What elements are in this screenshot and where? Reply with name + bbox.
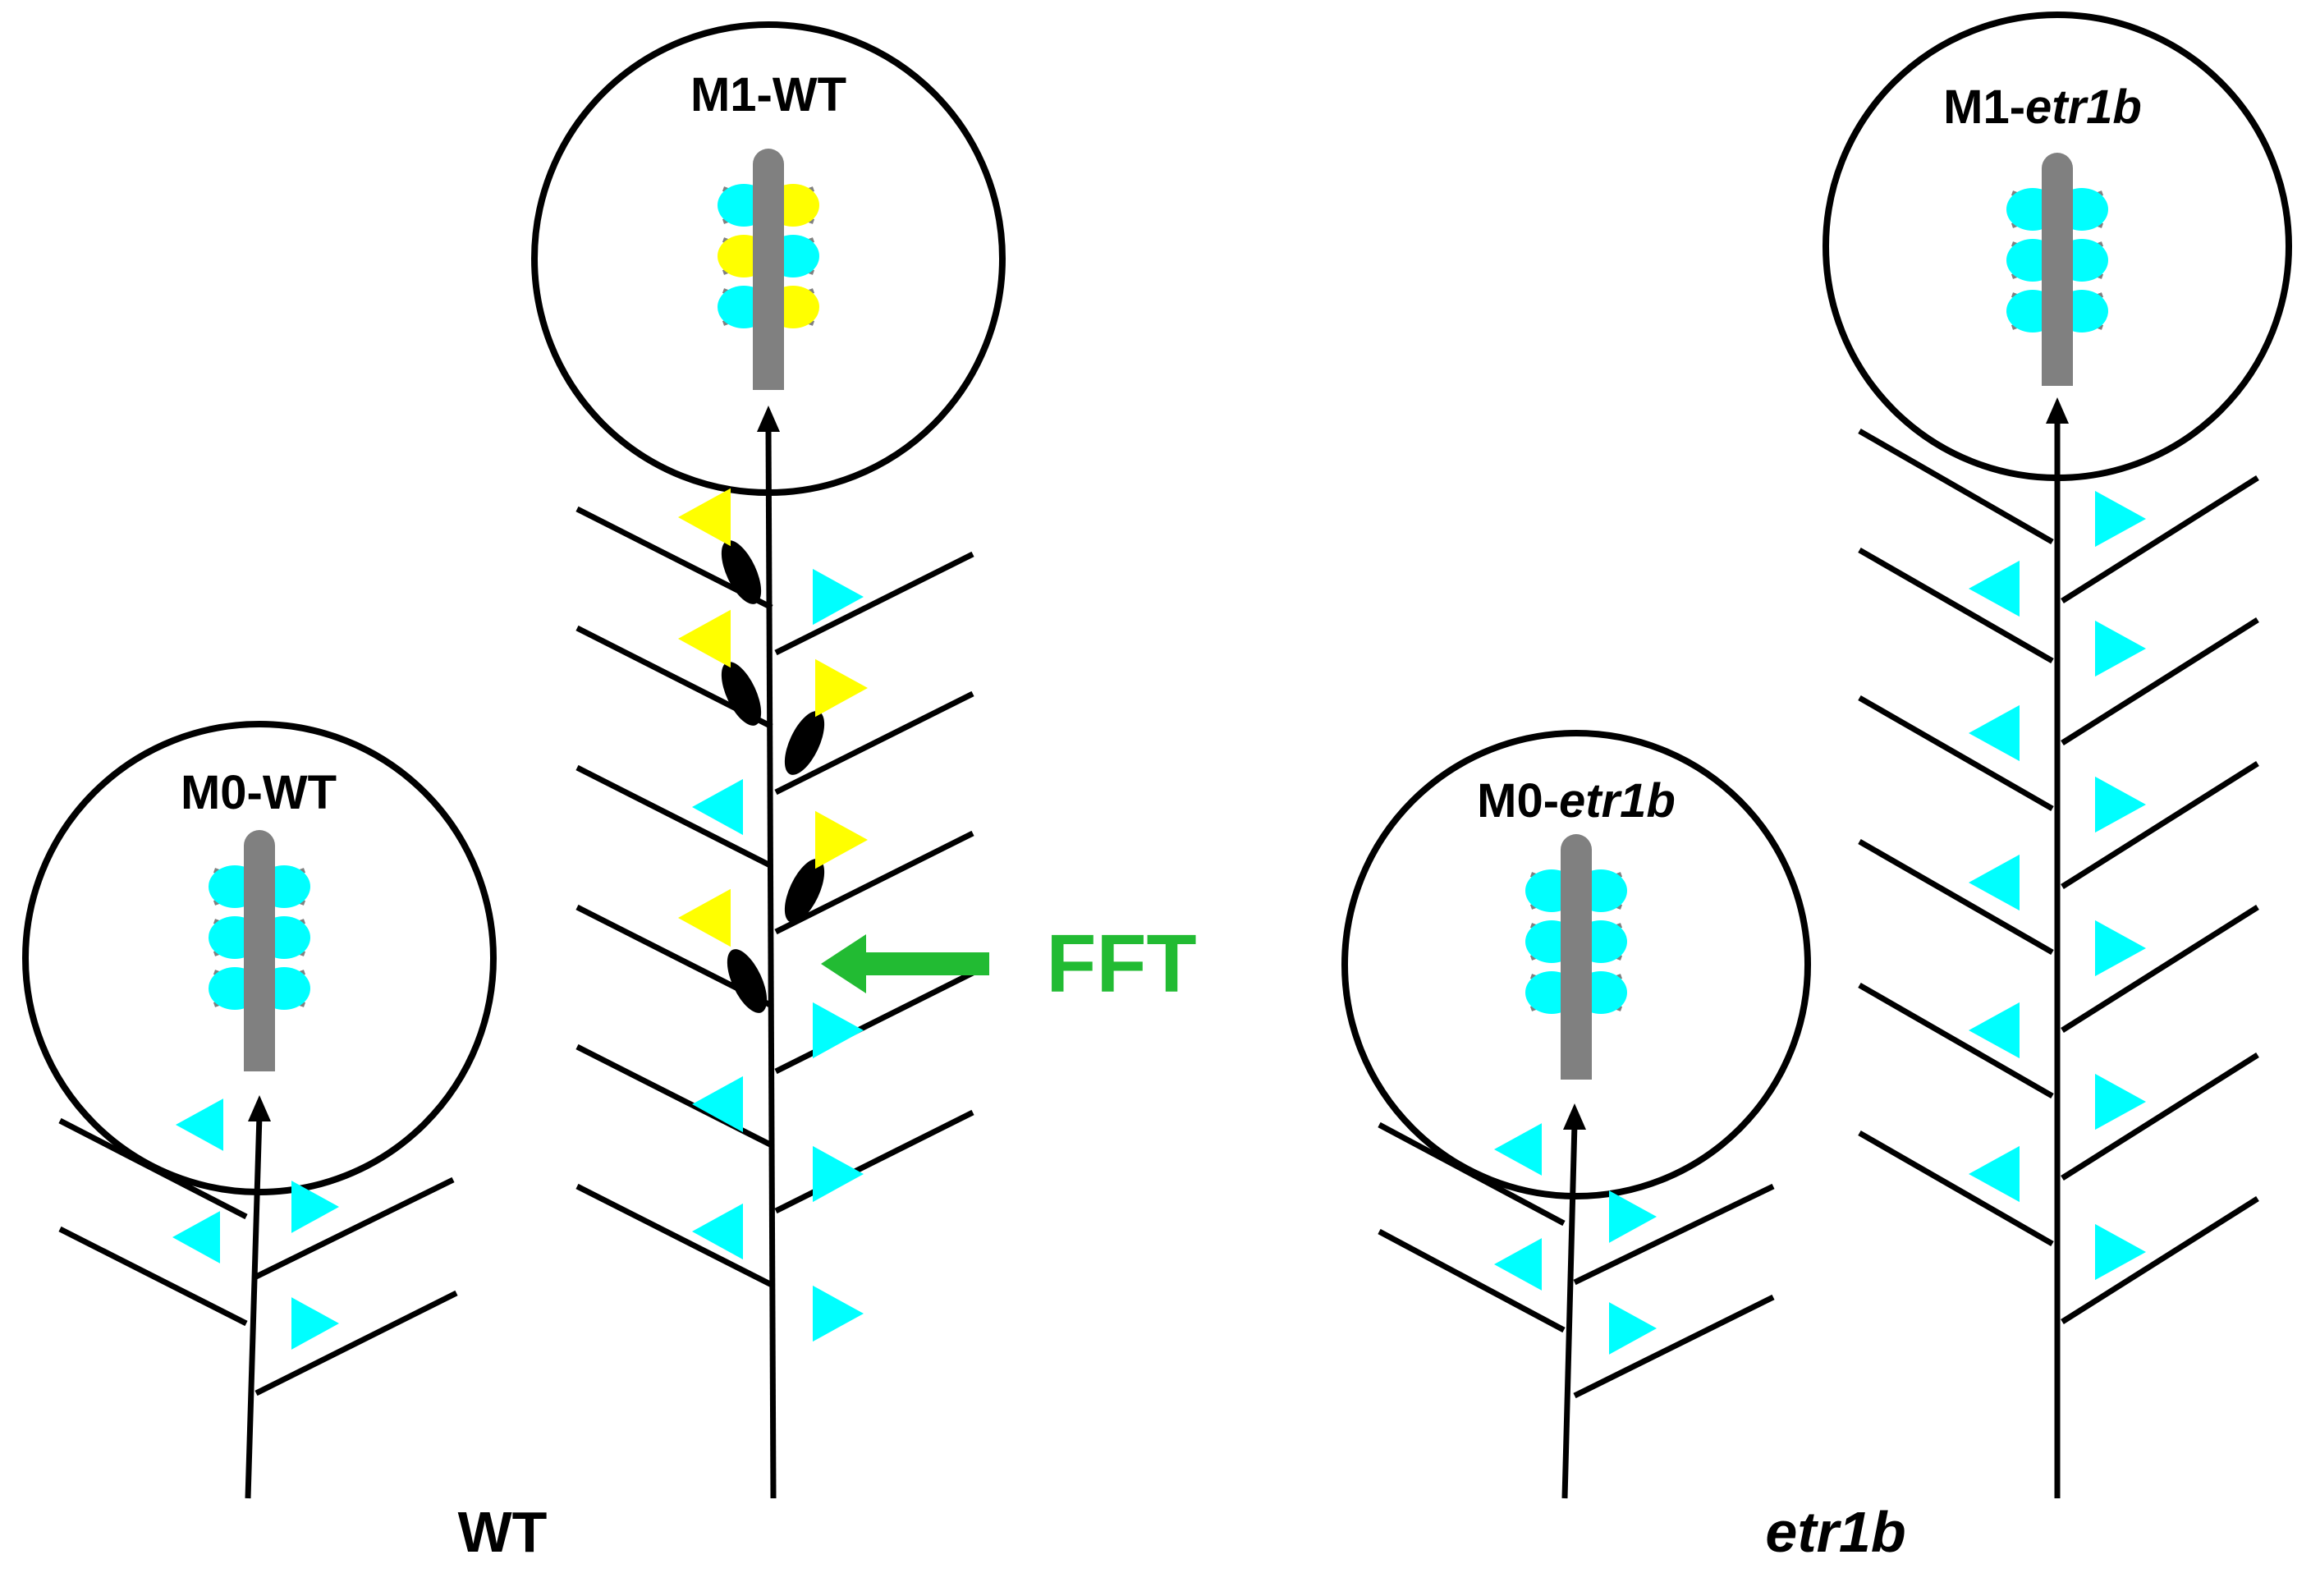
- branch-m1-wt-right: [774, 970, 974, 1075]
- branch-m1-etr1b-left: [1858, 982, 2054, 1099]
- branch-m1-etr1b-left: [1858, 838, 2054, 956]
- spikelet-reproductive: [678, 488, 731, 547]
- branch-m1-wt-right: [774, 830, 974, 935]
- branch-m1-wt-right: [774, 1109, 974, 1214]
- floret: [721, 662, 762, 726]
- spikelet-vegetative: [692, 1075, 743, 1133]
- branch-m1-etr1b-right: [2061, 761, 2259, 889]
- spikelet-reproductive: [815, 658, 868, 718]
- spikelet-vegetative: [2095, 490, 2146, 548]
- spikelet-vegetative: [2095, 920, 2146, 977]
- branch-m1-wt-left: [575, 764, 773, 869]
- branch-m1-etr1b-left: [1858, 695, 2054, 812]
- stem-m0-wt-arrowhead: [248, 1095, 271, 1121]
- stem-m1-wt: [765, 424, 777, 1499]
- spikelet-vegetative: [291, 1181, 339, 1233]
- spikelet-vegetative: [172, 1211, 220, 1264]
- spikelet-vegetative: [1969, 560, 2020, 617]
- stem-m0-etr1b: [1561, 1122, 1578, 1499]
- meristem-m0-etr1b: [1525, 834, 1627, 1080]
- spikelet-reproductive: [815, 810, 868, 869]
- meristem-m0-etr1b-axis: [1561, 850, 1592, 1080]
- spikelet-vegetative: [813, 1002, 864, 1059]
- branch-m0-wt: [254, 1176, 455, 1280]
- stem-m1-wt-arrowhead: [757, 406, 780, 432]
- spikelet-vegetative: [1609, 1302, 1657, 1355]
- spikelet-vegetative: [2095, 1073, 2146, 1130]
- branch-m0-wt: [58, 1226, 248, 1327]
- spikelet-vegetative: [2095, 620, 2146, 677]
- branch-m0-etr1b: [1378, 1228, 1566, 1333]
- meristem-m1-etr1b-axis: [2042, 168, 2073, 386]
- branch-m1-etr1b-left: [1858, 547, 2054, 664]
- label-group-etr1b: etr1b: [1765, 1500, 1905, 1564]
- spikelet-vegetative: [1494, 1238, 1542, 1291]
- fft-arrow-head: [821, 934, 866, 993]
- spikelet-vegetative: [813, 1145, 864, 1203]
- meristem-m0-wt-axis: [244, 846, 275, 1071]
- label-fft: FFT: [1046, 918, 1196, 1010]
- spikelet-vegetative: [1609, 1190, 1657, 1243]
- label-m0-wt: M0-WT: [181, 766, 337, 819]
- branch-m1-etr1b-right: [2061, 1053, 2259, 1181]
- branch-m1-etr1b-right: [2061, 475, 2259, 603]
- spikelet-vegetative: [1969, 854, 2020, 911]
- label-m0-etr1b: M0-etr1b: [1477, 774, 1676, 828]
- branch-m0-wt: [254, 1290, 458, 1396]
- meristem-m0-wt-tip: [244, 830, 275, 861]
- branch-m0-etr1b: [1573, 1294, 1775, 1399]
- label-group-wt: WT: [458, 1500, 548, 1564]
- spikelet-vegetative: [692, 1203, 743, 1260]
- spikelet-vegetative: [2095, 1223, 2146, 1281]
- circle-m0-etr1b: [1341, 730, 1811, 1199]
- meristem-m1-etr1b: [2006, 153, 2108, 386]
- branch-m0-etr1b: [1378, 1121, 1566, 1227]
- spikelet-vegetative: [813, 1285, 864, 1342]
- label-m1-wt: M1-WT: [690, 68, 846, 122]
- stem-m1-etr1b-arrowhead: [2046, 397, 2069, 424]
- meristem-m0-etr1b-tip: [1561, 834, 1592, 865]
- floret: [784, 711, 825, 775]
- meristem-m1-wt-axis: [753, 164, 784, 390]
- branch-m1-etr1b-right: [2061, 1196, 2259, 1324]
- spikelet-vegetative: [1494, 1123, 1542, 1176]
- branch-m1-etr1b-right: [2061, 617, 2259, 745]
- branch-m0-wt: [58, 1117, 248, 1220]
- floret: [727, 949, 768, 1013]
- label-m1-etr1b: M1-etr1b: [1943, 80, 2142, 134]
- floret: [721, 540, 762, 604]
- stem-m0-wt: [245, 1114, 263, 1499]
- branch-m1-etr1b-left: [1858, 1130, 2054, 1247]
- branch-m0-etr1b: [1573, 1183, 1775, 1286]
- branch-m1-etr1b-left: [1858, 428, 2054, 545]
- spikelet-vegetative: [1969, 1145, 2020, 1203]
- branch-m1-wt-right: [774, 690, 974, 796]
- meristem-m1-etr1b-tip: [2042, 153, 2073, 184]
- meristem-m0-wt: [209, 830, 310, 1071]
- meristem-m1-wt: [718, 149, 819, 390]
- branch-m1-wt-right: [774, 551, 974, 656]
- meristem-m1-wt-tip: [753, 149, 784, 180]
- spikelet-reproductive: [678, 888, 731, 947]
- spikelet-vegetative: [1969, 1002, 2020, 1059]
- spikelet-vegetative: [291, 1297, 339, 1350]
- diagram-shapes: [22, 11, 2292, 1499]
- spikelet-vegetative: [692, 778, 743, 836]
- spikelet-reproductive: [678, 609, 731, 668]
- spikelet-vegetative: [1969, 704, 2020, 762]
- branch-m1-etr1b-right: [2061, 905, 2259, 1033]
- spikelet-vegetative: [176, 1098, 223, 1151]
- stem-m0-etr1b-arrowhead: [1563, 1103, 1586, 1130]
- floret: [784, 859, 825, 923]
- spikelet-vegetative: [2095, 776, 2146, 833]
- branch-m1-wt-left: [575, 1183, 773, 1288]
- fft-arrow-shaft: [854, 952, 989, 975]
- spikelet-vegetative: [813, 568, 864, 626]
